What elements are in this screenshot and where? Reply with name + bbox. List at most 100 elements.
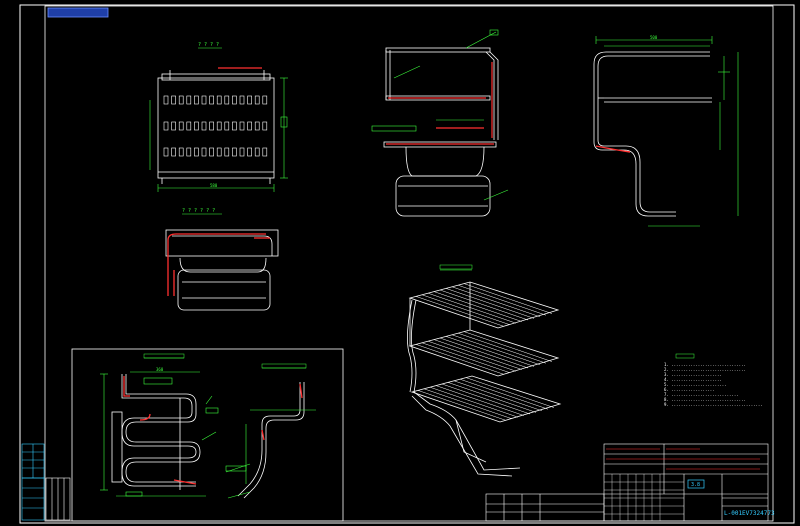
side-view-dims: [371, 29, 509, 201]
vent-slot: [194, 147, 199, 157]
vent-slot-grid: [163, 95, 268, 157]
shelf-slat: [441, 383, 531, 415]
vent-slot: [262, 121, 268, 131]
vent-slot: [216, 121, 222, 131]
vent-slot: [216, 147, 222, 157]
sub-drawing-title-b: [261, 363, 307, 369]
note-line: 5. .......................: [664, 382, 727, 387]
note-line: 6. ..................: [664, 387, 715, 392]
vent-slot: [254, 121, 260, 131]
detail-view-highlights: [167, 233, 270, 296]
front-view-dims: [149, 77, 288, 192]
side-view-highlights: [386, 62, 494, 145]
shelf-slat: [415, 296, 505, 327]
note-line: 7. ............................: [664, 392, 739, 397]
side-view: [383, 47, 499, 217]
shelf-slat: [429, 386, 519, 418]
vent-slot: [194, 121, 199, 131]
title-block-grid: [604, 474, 684, 521]
shelf-slat: [439, 289, 529, 321]
shelf-slat: [423, 388, 513, 420]
vent-slot: [239, 121, 245, 131]
shelf-slat: [457, 332, 547, 364]
vent-slot: [209, 121, 214, 131]
vent-slot: [186, 95, 192, 105]
dim-front-width: 580: [210, 183, 218, 188]
vent-slot: [224, 121, 230, 131]
vent-slot: [163, 121, 169, 131]
shelf-slat: [427, 340, 517, 372]
vent-slot: [262, 147, 268, 157]
shelf-slat: [457, 284, 547, 316]
sub-drawing-coil: [111, 374, 201, 490]
shelf-slat: [445, 336, 535, 367]
shelf-slat: [453, 380, 543, 412]
note-line: 8. ...............................: [664, 397, 746, 402]
front-view-title: ? ? ? ?: [198, 42, 219, 48]
sub-drawing-panel: [71, 348, 344, 522]
sub-drawing-profile-highlights: [261, 383, 303, 441]
vent-slot: [247, 121, 252, 131]
isometric-slats: [415, 283, 555, 421]
vent-slot: [232, 121, 237, 131]
shelf-slat: [465, 377, 555, 408]
vent-slot: [262, 95, 268, 105]
vent-slot: [163, 147, 169, 157]
isometric-label-box: [439, 264, 473, 270]
drawing-label-box: [47, 7, 109, 18]
sub-drawing-profile: [237, 382, 305, 499]
vent-slot: [186, 121, 192, 131]
section-view-highlight: [595, 145, 631, 153]
revision-table: [21, 443, 45, 521]
technical-notes: 1. ...............................2. ...…: [664, 362, 763, 407]
vent-slot: [209, 95, 214, 105]
shelf-slat: [451, 286, 541, 318]
vent-slot: [171, 121, 176, 131]
vent-slot: [201, 121, 207, 131]
shelf-slat: [421, 294, 511, 326]
sheet-code: 3.8: [691, 482, 701, 488]
vent-slot: [194, 95, 199, 105]
title-block-red-fields: [606, 448, 760, 470]
bom-table-left: [45, 477, 71, 521]
vent-slot: [216, 95, 222, 105]
vent-slot: [254, 147, 260, 157]
vent-slot: [232, 147, 237, 157]
dim-side-top: 500: [650, 35, 658, 40]
shelf-slat: [463, 331, 553, 362]
vent-slot: [239, 95, 245, 105]
drawing-number: L-001EV7324773: [724, 510, 775, 517]
detail-view-title: ? ? ? ? ? ?: [182, 208, 215, 214]
vent-slot: [201, 147, 207, 157]
notes-block: [675, 353, 695, 359]
title-block-logo-box: [687, 479, 705, 489]
vent-slot: [232, 95, 237, 105]
outer-frame: [19, 4, 795, 524]
vent-slot: [178, 147, 184, 157]
vent-slot: [224, 95, 230, 105]
inner-frame: [44, 5, 774, 522]
vent-slot: [247, 95, 252, 105]
vent-slot: [186, 147, 192, 157]
shelf-slat: [459, 378, 549, 410]
shelf-slat: [417, 390, 507, 421]
vent-slot: [163, 95, 169, 105]
note-line: 2. ...............................: [664, 367, 746, 372]
shelf-slat: [445, 288, 535, 319]
vent-slot: [201, 95, 207, 105]
shelf-slat: [433, 291, 523, 322]
vent-slot: [254, 95, 260, 105]
note-line: 3. .....................: [664, 372, 722, 377]
shelf-slat: [435, 385, 525, 416]
section-view-dims: [595, 36, 739, 227]
shelf-slat: [439, 337, 529, 369]
vent-slot: [171, 147, 176, 157]
shelf-slat: [415, 344, 505, 375]
sub-drawing-dims: [100, 371, 219, 497]
vent-slot: [239, 147, 245, 157]
sub-drawing-profile-dims: [225, 409, 316, 499]
shelf-slat: [447, 382, 537, 413]
vent-slot: [247, 147, 252, 157]
vent-slot: [209, 147, 214, 157]
